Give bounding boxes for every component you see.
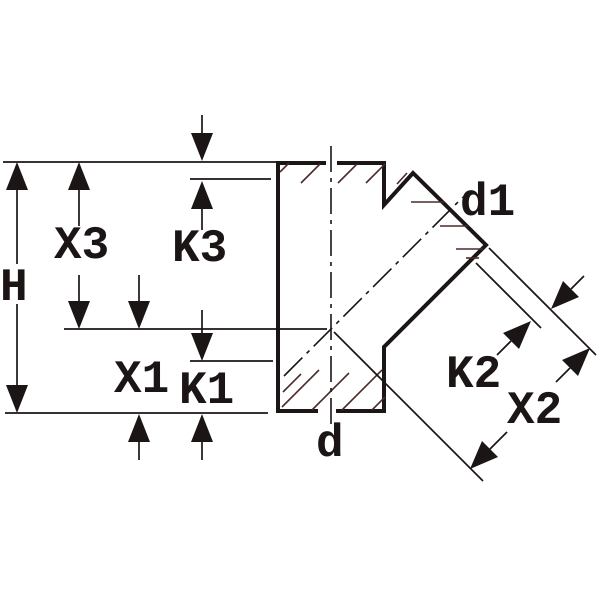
arrow-x3-top — [68, 162, 90, 190]
dimension-stems — [16, 115, 585, 460]
arrow-x1-top — [128, 301, 150, 329]
arrow-k2-outer — [551, 281, 579, 309]
fitting-outline — [276, 161, 489, 413]
arrow-k3-top — [191, 133, 213, 161]
extension-lines — [333, 247, 597, 482]
arrow-x2-inner — [470, 441, 498, 469]
fitting-body-path — [276, 161, 489, 413]
arrow-x3-bottom — [68, 301, 90, 329]
extension-line-socket-stop — [475, 262, 542, 329]
arrow-x1-bottom — [128, 414, 150, 442]
arrow-h-top — [6, 162, 28, 190]
extension-line-socket-face — [488, 247, 597, 356]
dimension-label-x1: X1 — [114, 354, 170, 406]
dimension-label-d: d — [316, 418, 344, 470]
arrow-k1-top — [191, 333, 213, 361]
dimension-label-h: H — [0, 262, 28, 314]
arrowheads — [6, 133, 590, 469]
extension-line-center — [333, 331, 484, 482]
arrow-x2-outer — [562, 348, 590, 376]
dimension-label-x2: X2 — [507, 385, 563, 437]
arrow-k2-inner — [503, 321, 531, 349]
centerlines — [283, 146, 464, 429]
dimension-label-d1: d1 — [460, 177, 516, 229]
branch-centerline — [283, 196, 464, 377]
dimension-label-k1: K1 — [179, 365, 235, 417]
dimension-label-k3: K3 — [172, 223, 228, 275]
arrow-k1-bottom — [191, 414, 213, 442]
dimension-lines — [3, 161, 327, 414]
dimension-label-k2: K2 — [446, 349, 502, 401]
dimension-label-x3: X3 — [54, 220, 110, 272]
arrow-h-bottom — [6, 385, 28, 413]
arrow-k3-bottom — [191, 181, 213, 209]
